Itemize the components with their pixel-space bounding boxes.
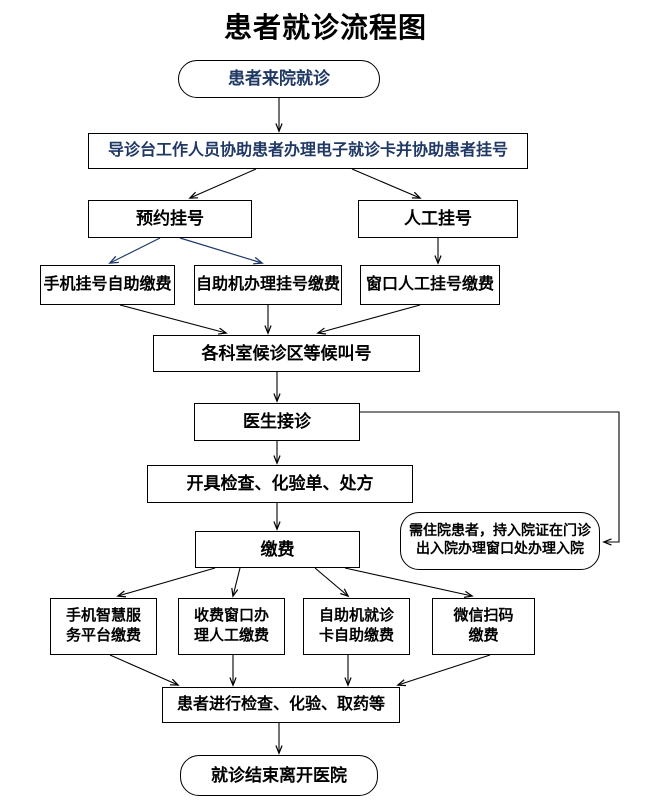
- edge-n11-n15: [314, 567, 348, 596]
- node-label-line-2: 理人工缴费: [193, 627, 269, 644]
- node-visit-end-leave-hospital[interactable]: 就诊结束离开医院: [180, 755, 378, 796]
- node-wechat-scan-payment[interactable]: 微信扫码 缴费: [432, 598, 535, 655]
- node-label-line-1: 微信扫码: [453, 608, 514, 625]
- edge-n7-n8: [318, 304, 421, 333]
- inpatient-note-line-2: 出入院办理窗口处办理入院: [416, 542, 584, 557]
- node-kiosk-card-self-payment[interactable]: 自助机就诊 卡自助缴费: [303, 598, 410, 655]
- node-inpatient-admission-note[interactable]: 需住院患者，持入院证在门诊 出入院办理窗口处办理入院: [400, 512, 600, 570]
- node-label-line-2: 卡自助缴费: [318, 627, 394, 644]
- edge-n2-n3: [190, 168, 257, 198]
- node-label-line-2: 务平台缴费: [65, 627, 141, 644]
- edge-n5-n8: [119, 304, 226, 333]
- node-cashier-window-manual-payment[interactable]: 收费窗口办 理人工缴费: [178, 598, 285, 655]
- node-mobile-registration-self-payment[interactable]: 手机挂号自助缴费: [40, 265, 175, 305]
- node-counter-manual-registration-payment[interactable]: 窗口人工挂号缴费: [360, 265, 500, 305]
- edge-n11-n13: [118, 567, 216, 596]
- edge-n16-n17: [398, 654, 491, 685]
- edge-n13-n17: [109, 654, 178, 685]
- node-kiosk-registration-payment[interactable]: 自助机办理挂号缴费: [194, 265, 342, 305]
- inpatient-note-line-1: 需住院患者，持入院证在门诊: [409, 524, 591, 540]
- node-guidance-desk-registration[interactable]: 导诊台工作人员协助患者办理电子就诊卡并协助患者挂号: [88, 133, 528, 169]
- node-mobile-smart-platform-payment[interactable]: 手机智慧服 务平台缴费: [50, 598, 157, 655]
- node-doctor-consultation[interactable]: 医生接诊: [194, 403, 360, 441]
- edge-n11-n14: [233, 567, 241, 596]
- node-payment[interactable]: 缴费: [195, 531, 360, 568]
- edge-n2-n4: [351, 168, 420, 198]
- node-appointment-registration[interactable]: 预约挂号: [88, 200, 252, 238]
- node-label-line-2: 缴费: [468, 627, 499, 644]
- node-manual-registration[interactable]: 人工挂号: [358, 200, 518, 238]
- node-issue-exams-lab-prescription[interactable]: 开具检查、化验单、处方: [147, 465, 413, 503]
- node-label-line-1: 手机智慧服: [65, 608, 141, 625]
- node-label-line-1: 自助机就诊: [318, 608, 394, 625]
- node-label-line-1: 收费窗口办: [193, 608, 269, 625]
- node-department-waiting-area[interactable]: 各科室候诊区等候叫号: [153, 335, 420, 372]
- node-patient-arrival[interactable]: 患者来院就诊: [178, 60, 380, 98]
- node-patient-exams-lab-medicine[interactable]: 患者进行检查、化验、取药等: [162, 687, 400, 723]
- edge-n3-n6: [179, 237, 262, 263]
- page-title: 患者就诊流程图: [223, 13, 427, 44]
- edge-n3-n5: [110, 237, 161, 263]
- edge-n11-n16: [344, 567, 472, 596]
